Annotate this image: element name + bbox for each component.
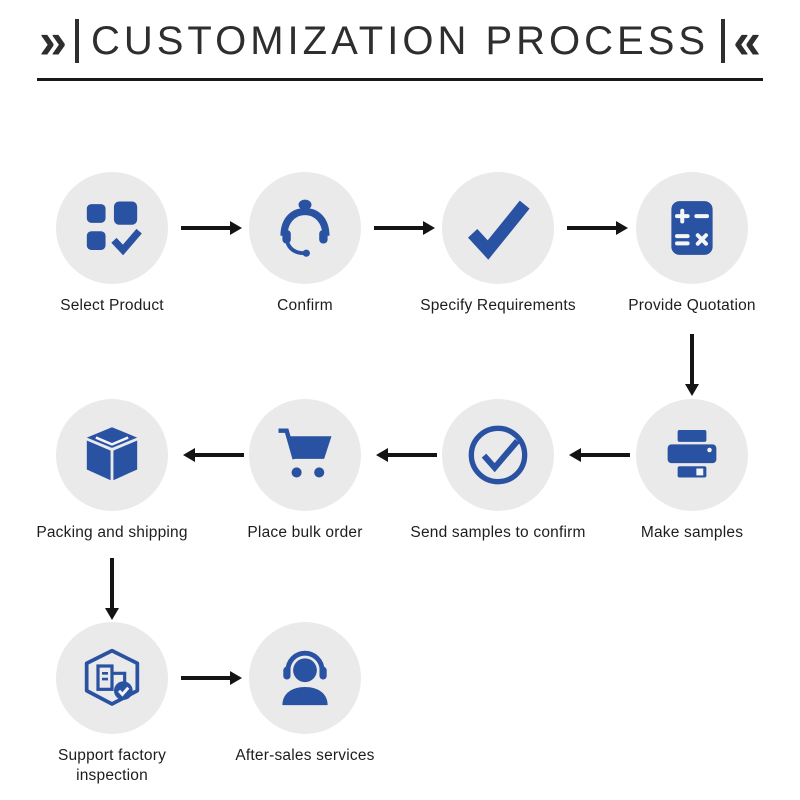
right-chevrons-decoration: « — [721, 16, 761, 66]
headset-person-icon — [282, 650, 328, 706]
step-label: Packing and shipping — [36, 524, 188, 541]
calculator-icon — [671, 201, 713, 255]
step-select-product: Select Product — [12, 172, 212, 316]
send-samples-circle — [442, 399, 554, 511]
step-label: Send samples to confirm — [410, 524, 586, 541]
factory-inspection-circle — [56, 622, 168, 734]
provide-quotation-circle — [636, 172, 748, 284]
arrow-bulk-order-to-packing — [195, 453, 244, 457]
step-confirm: Confirm — [205, 172, 405, 316]
step-label: Provide Quotation — [628, 297, 756, 314]
checkmark-icon — [468, 200, 530, 260]
arrow-make-samples-to-send-samples — [581, 453, 630, 457]
circle-check-icon — [468, 425, 528, 485]
place-bulk-order-circle — [249, 399, 361, 511]
step-packing-and-shipping: Packing and shipping — [12, 399, 212, 543]
step-label: After-sales services — [235, 747, 375, 764]
step-support-factory-inspection: Support factory inspection — [12, 622, 212, 786]
step-label: Select Product — [60, 297, 164, 314]
page-title: CUSTOMIZATION PROCESS — [90, 18, 710, 63]
step-label: Place bulk order — [247, 524, 363, 541]
arrow-quotation-to-make-samples — [690, 334, 694, 384]
shopping-cart-icon — [278, 428, 332, 478]
step-label: Make samples — [640, 524, 744, 541]
packing-shipping-circle — [56, 399, 168, 511]
step-place-bulk-order: Place bulk order — [205, 399, 405, 543]
step-make-samples: Make samples — [592, 399, 792, 543]
specify-requirements-circle — [442, 172, 554, 284]
left-chevrons-decoration: » — [39, 16, 79, 66]
product-grid-check-icon — [86, 201, 142, 256]
step-send-samples-to-confirm: Send samples to confirm — [398, 399, 598, 543]
customer-service-icon — [280, 199, 330, 257]
printer-icon — [667, 430, 717, 478]
step-label: Confirm — [277, 297, 333, 314]
title-underline — [37, 78, 763, 81]
arrow-packing-to-inspection — [110, 558, 114, 608]
select-product-circle — [56, 172, 168, 284]
package-box-icon — [86, 427, 138, 481]
arrow-confirm-to-specify — [374, 226, 423, 230]
step-after-sales-services: After-sales services — [205, 622, 405, 766]
step-provide-quotation: Provide Quotation — [592, 172, 792, 316]
factory-inspection-icon — [84, 648, 140, 706]
arrow-send-samples-to-bulk-order — [388, 453, 437, 457]
after-sales-circle — [249, 622, 361, 734]
arrow-specify-to-quotation — [567, 226, 616, 230]
arrow-select-to-confirm — [181, 226, 230, 230]
step-label: Specify Requirements — [420, 297, 576, 314]
confirm-circle — [249, 172, 361, 284]
step-label: Support factory inspection — [57, 747, 167, 785]
arrow-inspection-to-after-sales — [181, 676, 230, 680]
make-samples-circle — [636, 399, 748, 511]
step-specify-requirements: Specify Requirements — [398, 172, 598, 316]
header: » CUSTOMIZATION PROCESS « — [0, 12, 800, 70]
